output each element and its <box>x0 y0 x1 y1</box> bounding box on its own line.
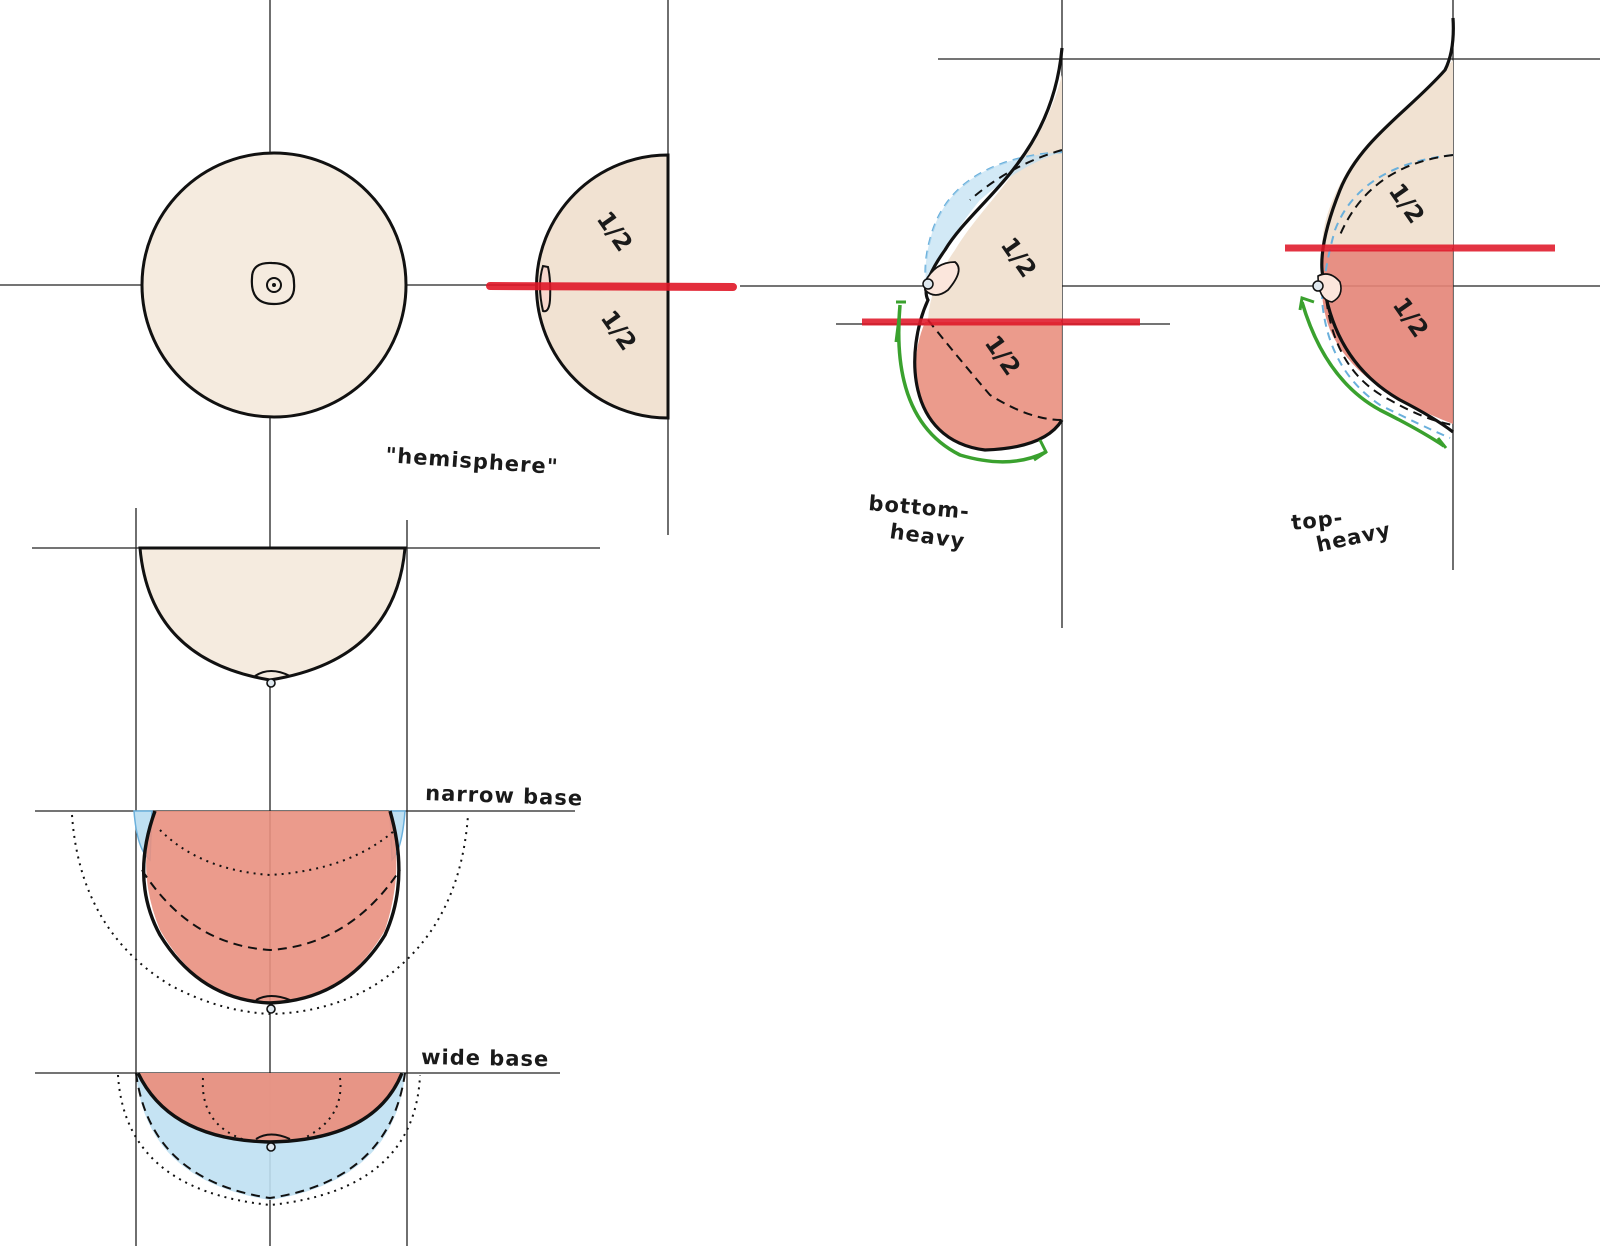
narrow-base-dashed-inner <box>141 869 401 952</box>
bottom-view-hemisphere <box>138 546 407 688</box>
wide-base-outline <box>136 1072 404 1144</box>
top-heavy-side-view: 1/2 1/2 top- heavy <box>1285 17 1555 557</box>
bottom-heavy-green-tick <box>894 300 906 343</box>
top-heavy-reference-curve <box>1320 154 1454 439</box>
nipple-ring <box>266 277 282 293</box>
top-heavy-outline <box>1320 17 1455 434</box>
top-heavy-green-arrowhead <box>1298 296 1448 449</box>
wide-base-nipple <box>266 1142 276 1152</box>
narrow-base-outline <box>142 810 401 1005</box>
bottom-view-plain-areola <box>254 670 291 677</box>
bottom-heavy-green-arrowhead <box>1033 439 1048 462</box>
top-heavy-label-line1: top- <box>1290 506 1344 535</box>
wide-base-label: wide base <box>421 1045 550 1071</box>
bottom-view-plain-shape <box>138 546 407 682</box>
top-heavy-nipple <box>1317 273 1342 303</box>
narrow-base-label: narrow base <box>425 781 584 810</box>
bottom-heavy-nipple-tip <box>922 278 934 290</box>
bottom-heavy-green-arc <box>897 304 1047 464</box>
red-midline-hemisphere <box>486 282 737 291</box>
bottom-heavy-label-line1: bottom- <box>868 491 971 524</box>
narrow-base-red-fill <box>146 811 397 1003</box>
front-view-hemisphere <box>140 151 408 419</box>
narrow-base-nipple <box>266 1004 276 1014</box>
top-heavy-inner-dashed <box>1324 154 1454 426</box>
top-heavy-lower-fill <box>1321 250 1453 424</box>
bottom-heavy-lower-fill <box>915 322 1062 450</box>
areola-outline <box>250 261 296 306</box>
bottom-heavy-nipple <box>924 261 960 296</box>
top-heavy-upper-fill <box>1322 60 1453 248</box>
top-heavy-green-arc <box>1300 301 1445 448</box>
bottom-view-wide-base: wide base <box>117 1045 550 1207</box>
bottom-heavy-outline <box>913 47 1064 452</box>
bottom-heavy-upper-fill <box>928 75 1062 320</box>
bottom-view-plain-nipple <box>266 678 276 688</box>
hemisphere-label: "hemisphere" <box>385 443 560 479</box>
bottom-heavy-label-line2: heavy <box>888 519 966 553</box>
bottom-view-narrow-base: narrow base <box>71 781 584 1016</box>
bottom-heavy-side-view: 1/2 1/2 bottom- heavy <box>862 47 1140 553</box>
narrow-base-dotted-outer <box>71 814 469 1016</box>
wide-base-dashed <box>135 1072 406 1200</box>
wide-base-red-fill <box>138 1073 402 1142</box>
wide-base-areola <box>255 1133 291 1140</box>
side-view-hemisphere: 1/2 1/2 <box>486 153 737 420</box>
wide-base-dotted-inner <box>201 1077 342 1141</box>
narrow-base-areola <box>255 995 291 1001</box>
top-heavy-nipple-tip <box>1312 280 1324 292</box>
nipple-dot <box>272 283 276 287</box>
bottom-heavy-reference-blue-fill <box>925 152 1062 282</box>
